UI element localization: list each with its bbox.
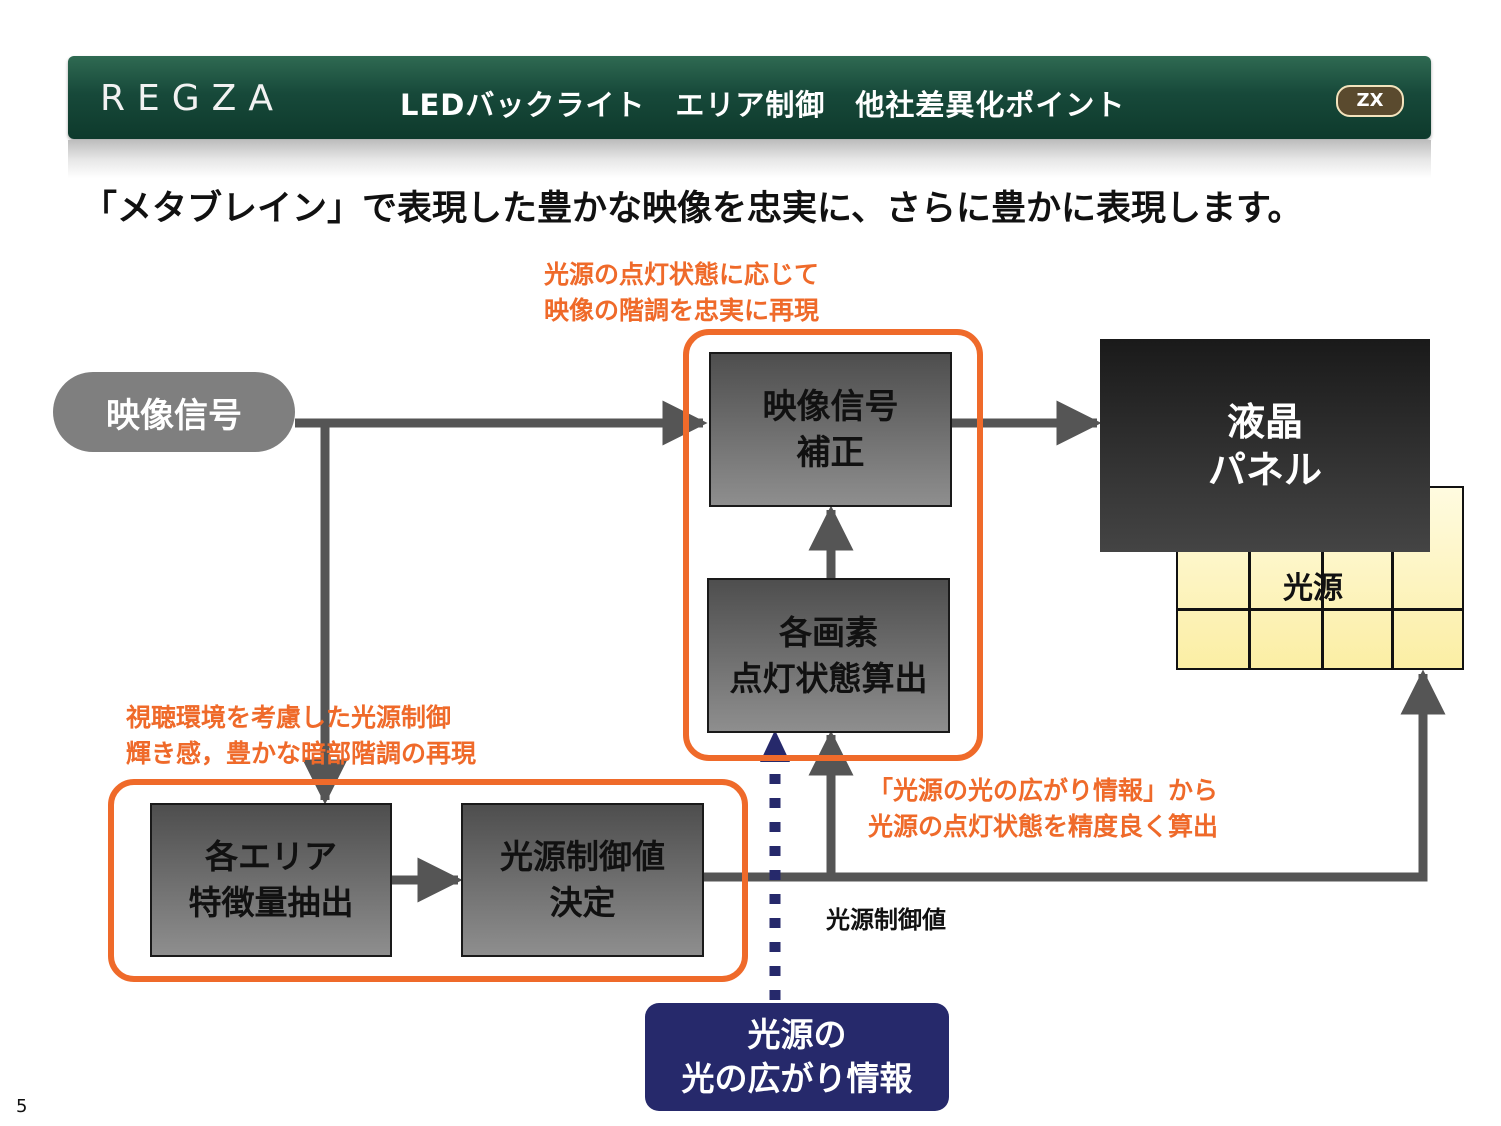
light-source-label: 光源 — [1283, 571, 1343, 606]
node-control-value: 光源制御値 決定 — [461, 803, 704, 957]
node-lcd-panel-line1: 液晶 — [1226, 398, 1303, 444]
node-signal-correction: 映像信号 補正 — [709, 352, 952, 507]
node-pixel-calc-line2: 点灯状態算出 — [729, 658, 928, 698]
note-left-line2: 輝き感，豊かな暗部階調の再現 — [126, 739, 477, 768]
arrow-control-to-light — [704, 669, 1446, 882]
node-lcd-panel: 液晶 パネル — [1100, 339, 1430, 552]
node-pixel-calc: 各画素 点灯状態算出 — [707, 578, 950, 733]
note-left-line1: 視聴環境を考慮した光源制御 — [126, 703, 452, 732]
model-badge: ZX — [1336, 85, 1404, 117]
lead-text: 「メタブレイン」で表現した豊かな映像を忠実に、さらに豊かに表現します。 — [82, 188, 1303, 229]
highlight-frame-area-control — [108, 779, 748, 982]
grid-line-v2 — [1321, 488, 1324, 668]
note-top: 光源の点灯状態に応じて 映像の階調を忠実に再現 — [544, 257, 819, 329]
highlight-frame-correction — [683, 329, 983, 761]
grid-line-v1 — [1248, 488, 1251, 668]
node-signal-correction-line1: 映像信号 — [762, 386, 899, 427]
title-bar-shadow — [68, 140, 1431, 178]
note-right-line2: 光源の点灯状態を精度良く算出 — [868, 812, 1219, 841]
node-spread-info-line1: 光源の — [747, 1015, 847, 1054]
edge-label-control-value: 光源制御値 — [826, 905, 946, 934]
regza-logo: REGZA — [100, 78, 285, 119]
node-area-extract: 各エリア 特徴量抽出 — [150, 803, 392, 957]
node-control-value-line2: 決定 — [549, 883, 616, 922]
note-right-line1: 「光源の光の広がり情報」から — [868, 776, 1219, 805]
node-area-extract-line2: 特徴量抽出 — [188, 883, 354, 922]
page-number: 5 — [16, 1096, 28, 1117]
node-control-value-line1: 光源制御値 — [500, 837, 665, 876]
node-pixel-calc-line1: 各画素 — [779, 612, 878, 652]
note-left: 視聴環境を考慮した光源制御 輝き感，豊かな暗部階調の再現 — [126, 700, 476, 772]
note-top-line1: 光源の点灯状態に応じて — [544, 260, 820, 289]
arrowhead-spread — [760, 730, 790, 762]
title-bar: REGZA LEDバックライト エリア制御 他社差異化ポイント ZX — [68, 56, 1431, 139]
node-spread-info: 光源の 光の広がり情報 — [645, 1003, 949, 1111]
node-lcd-panel-line2: パネル — [1207, 446, 1322, 492]
note-top-line2: 映像の階調を忠実に再現 — [544, 296, 820, 325]
grid-line-v3 — [1391, 488, 1394, 668]
node-video-signal: 映像信号 — [53, 372, 295, 452]
node-signal-correction-line2: 補正 — [796, 432, 865, 473]
grid-line-h — [1178, 608, 1462, 611]
node-spread-info-line2: 光の広がり情報 — [681, 1059, 913, 1098]
note-right: 「光源の光の広がり情報」から 光源の点灯状態を精度良く算出 — [868, 773, 1218, 845]
node-area-extract-line1: 各エリア — [205, 837, 337, 876]
slide-title: LEDバックライト エリア制御 他社差異化ポイント — [400, 88, 1126, 122]
